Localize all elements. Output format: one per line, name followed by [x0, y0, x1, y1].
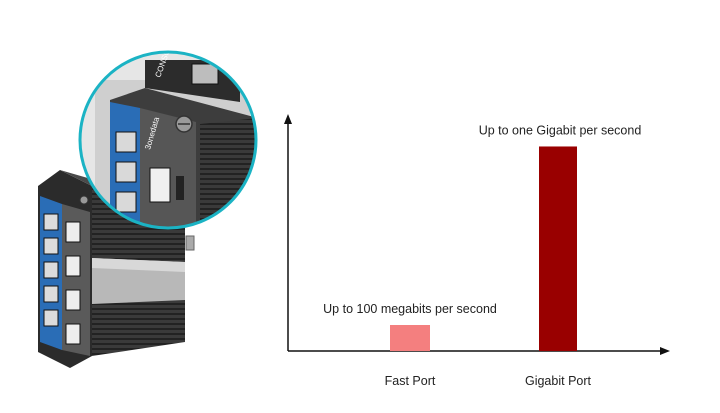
rj45-port-column	[43, 213, 59, 327]
switch-illustration: 3onedata CONSOLE	[38, 50, 258, 368]
annotation-fast-port: Up to 100 megabits per second	[323, 302, 497, 316]
bar-fast-port	[390, 325, 430, 351]
annotation-gigabit-port: Up to one Gigabit per second	[479, 123, 642, 137]
screw-icon	[79, 195, 89, 205]
x-axis-arrow-icon	[660, 347, 670, 355]
category-label-gigabit-port: Gigabit Port	[525, 374, 592, 388]
sfp-port-column	[65, 221, 81, 345]
y-axis-arrow-icon	[284, 114, 292, 124]
zoom-magnifier: 3onedata CONSOLE	[78, 50, 258, 230]
category-label-fast-port: Fast Port	[385, 374, 436, 388]
bar-gigabit-port	[539, 146, 577, 351]
